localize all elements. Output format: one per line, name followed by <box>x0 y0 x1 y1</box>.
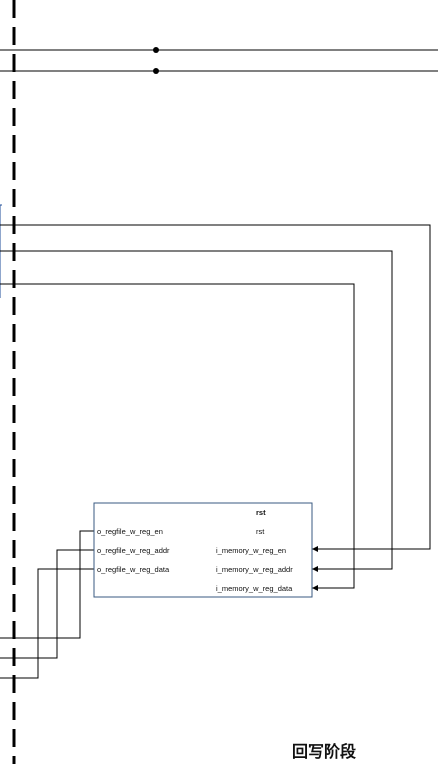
wire-memory-w-reg-addr <box>0 250 393 570</box>
input-port-rst: rst <box>256 527 265 536</box>
stage-label: 回写阶段 <box>292 742 357 761</box>
wire-regfile-w-reg-addr <box>0 549 94 659</box>
wire-regfile-w-reg-data <box>0 568 94 679</box>
wire-regfile-w-reg-en <box>0 530 94 639</box>
arrow-data <box>312 585 318 591</box>
module-header-label: rst <box>256 508 266 517</box>
wire-memory-w-reg-data <box>0 283 355 589</box>
input-port-w-reg-addr: i_memory_w_reg_addr <box>216 565 293 574</box>
input-port-w-reg-data: i_memory_w_reg_data <box>216 584 293 593</box>
arrow-en <box>312 546 318 552</box>
output-port-w-reg-addr: o_regfile_w_reg_addr <box>97 546 170 555</box>
wb-module-box <box>93 502 313 598</box>
arrow-addr <box>312 566 318 572</box>
junction-dot-1 <box>153 47 159 53</box>
input-port-w-reg-en: i_memory_w_reg_en <box>216 546 286 555</box>
output-port-w-reg-data: o_regfile_w_reg_data <box>97 565 170 574</box>
junction-dot-2 <box>153 68 159 74</box>
output-port-w-reg-en: o_regfile_w_reg_en <box>97 527 163 536</box>
wire-memory-w-reg-en <box>0 224 431 550</box>
